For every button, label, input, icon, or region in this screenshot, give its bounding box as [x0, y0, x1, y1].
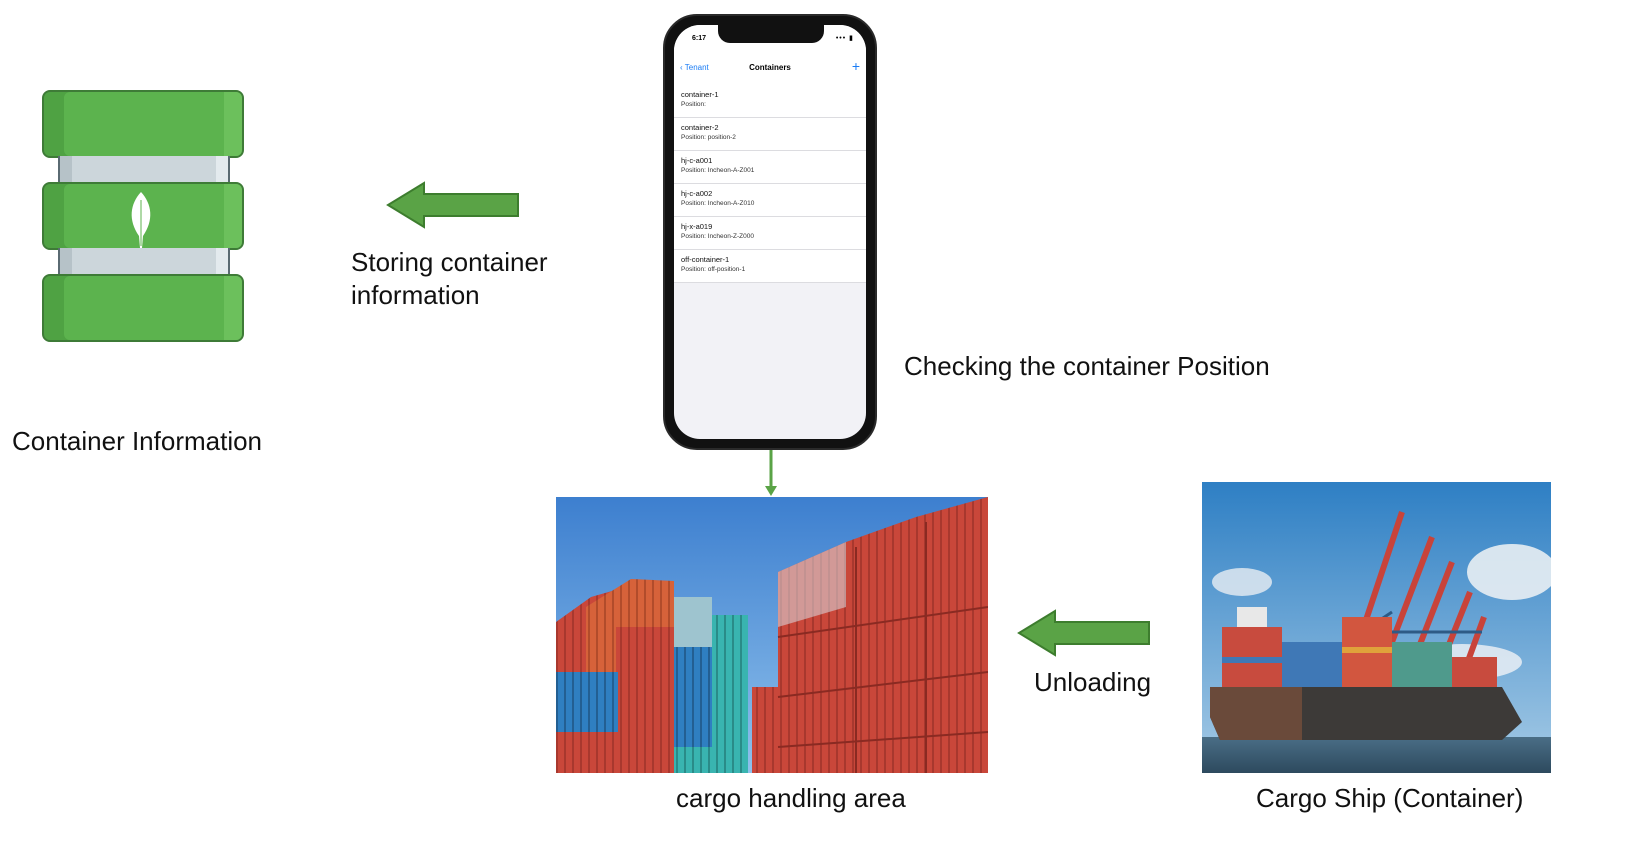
- list-item-title: hj-c-a002: [681, 189, 713, 198]
- nav-bar: ‹ Tenant Containers +: [674, 51, 866, 85]
- container-list: container-1 Position: container-2 Positi…: [674, 85, 866, 283]
- storing-container-information-label: Storing container information: [351, 247, 548, 310]
- list-item-title: hj-c-a001: [681, 156, 713, 165]
- cargo-handling-area-image: [556, 497, 988, 773]
- unloading-label: Unloading: [1034, 667, 1152, 697]
- wifi-battery-icon: ••• ▮: [835, 35, 854, 42]
- phone-screen: 6:17 ••• ▮ ‹ Tenant Containers + contain…: [674, 25, 866, 439]
- list-item-title: container-1: [681, 90, 719, 99]
- list-item[interactable]: hj-c-a002 Position: Incheon-A-Z010: [674, 184, 866, 217]
- nav-title: Containers: [749, 63, 791, 72]
- container-information-label: Container Information: [12, 426, 263, 456]
- list-item-subtitle: Position: Incheon-Z-Z000: [681, 233, 754, 240]
- left-arrow-icon: [1017, 608, 1153, 658]
- database-icon: [42, 90, 244, 342]
- list-item-title: off-container-1: [681, 255, 730, 264]
- list-item-title: container-2: [681, 123, 719, 132]
- list-item-subtitle: Position: Incheon-A-Z010: [681, 200, 755, 207]
- cargo-ship-image: [1202, 482, 1551, 773]
- list-item-subtitle: Position: Incheon-A-Z001: [681, 167, 755, 174]
- back-button[interactable]: ‹ Tenant: [680, 63, 709, 72]
- list-item[interactable]: hj-c-a001 Position: Incheon-A-Z001: [674, 151, 866, 184]
- leaf-icon: [131, 192, 151, 248]
- list-item[interactable]: container-1 Position:: [674, 85, 866, 118]
- cargo-handling-area-label: cargo handling area: [676, 783, 906, 813]
- down-arrow-icon: [763, 450, 779, 498]
- list-item[interactable]: hj-x-a019 Position: Incheon-Z-Z000: [674, 217, 866, 250]
- list-item-title: hj-x-a019: [681, 222, 713, 231]
- status-time: 6:17: [692, 35, 707, 42]
- cargo-ship-label: Cargo Ship (Container): [1256, 783, 1524, 813]
- add-button[interactable]: +: [851, 58, 860, 74]
- list-item[interactable]: container-2 Position: position-2: [674, 118, 866, 151]
- list-item[interactable]: off-container-1 Position: off-position-1: [674, 250, 866, 283]
- phone-mockup: 6:17 ••• ▮ ‹ Tenant Containers + contain…: [663, 14, 877, 450]
- list-item-subtitle: Position: off-position-1: [681, 266, 746, 273]
- checking-position-label: Checking the container Position: [904, 351, 1270, 381]
- back-label: Tenant: [684, 63, 709, 72]
- list-item-subtitle: Position:: [681, 101, 706, 108]
- left-arrow-icon: [386, 180, 522, 230]
- phone-notch: [718, 25, 824, 43]
- list-item-subtitle: Position: position-2: [681, 134, 736, 141]
